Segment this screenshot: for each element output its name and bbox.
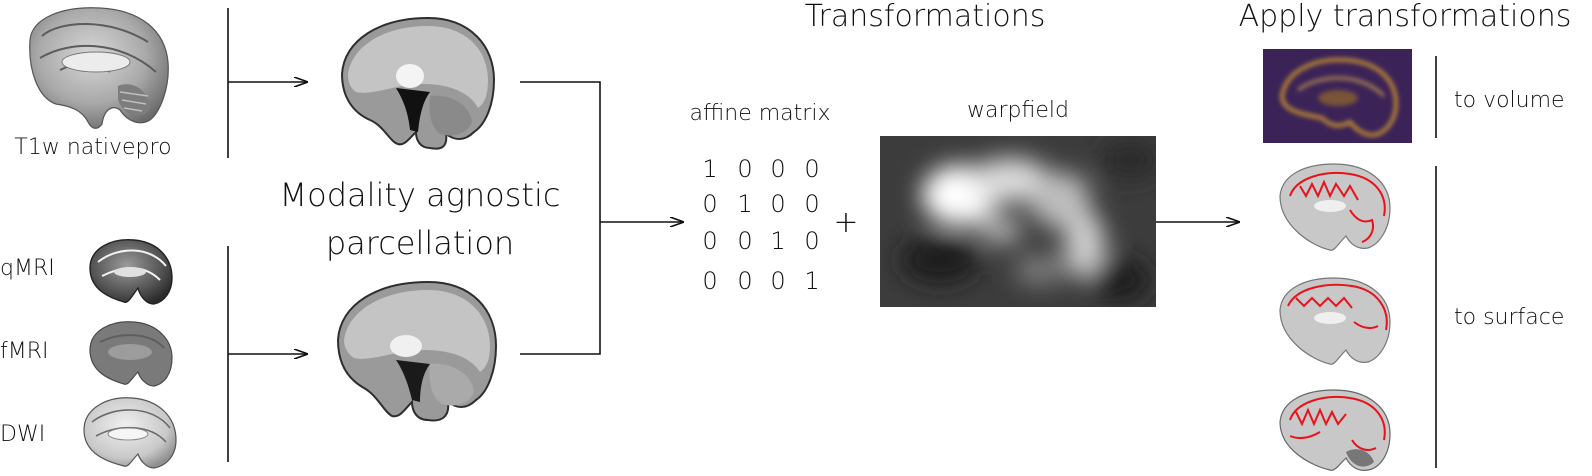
affine-cell-0-1: 0 — [737, 155, 752, 183]
affine-cell-1-2: 0 — [770, 190, 785, 218]
affine-cell-1-1: 1 — [737, 190, 752, 218]
t1w-brain-image — [29, 7, 169, 129]
heading-transformations: Transformations — [805, 0, 1046, 34]
modality-label-fmri: fMRI — [0, 339, 49, 364]
surface-output-image-2 — [1279, 277, 1391, 365]
affine-cell-0-2: 0 — [770, 155, 785, 183]
modality-label-qmri: qMRI — [0, 256, 55, 281]
dwi-brain-image — [83, 397, 177, 469]
affine-cell-1-3: 0 — [804, 190, 819, 218]
affine-cell-2-3: 0 — [804, 227, 819, 255]
affine-cell-3-1: 0 — [737, 267, 752, 295]
affine-matrix-label: affine matrix — [690, 101, 831, 126]
qmri-brain-image — [89, 239, 173, 305]
parcellation-bottom-image — [336, 280, 498, 422]
modality-label-dwi: DWI — [0, 422, 45, 447]
plus-sign: + — [833, 205, 858, 240]
t1w-nativepro-label: T1w nativepro — [14, 135, 171, 160]
parcellation-title-line1: Modality agnostic — [280, 176, 561, 214]
volume-output-image — [1263, 49, 1412, 143]
parcellation-title-line2: parcellation — [326, 224, 514, 262]
affine-cell-3-0: 0 — [702, 267, 717, 295]
affine-cell-2-1: 0 — [737, 227, 752, 255]
affine-cell-0-0: 1 — [702, 155, 717, 183]
affine-cell-2-0: 0 — [702, 227, 717, 255]
affine-matrix: 1 0 0 0 0 1 0 0 0 0 1 0 0 0 0 1 — [702, 155, 819, 295]
warpfield-label: warpfield — [967, 98, 1069, 123]
affine-cell-3-2: 0 — [770, 267, 785, 295]
parcellation-top-image — [340, 16, 496, 150]
warpfield-image — [880, 136, 1156, 307]
merge-bracket-line — [520, 81, 601, 355]
fmri-brain-image — [89, 321, 173, 387]
affine-cell-0-3: 0 — [804, 155, 819, 183]
surface-output-image-3 — [1279, 389, 1391, 471]
affine-cell-3-3: 1 — [804, 267, 819, 295]
heading-apply-transformations: Apply transformations — [1239, 0, 1572, 34]
to-surface-label: to surface — [1454, 305, 1564, 330]
affine-cell-1-0: 0 — [702, 190, 717, 218]
surface-output-image-1 — [1279, 163, 1391, 251]
to-volume-label: to volume — [1454, 88, 1565, 113]
affine-cell-2-2: 1 — [770, 227, 785, 255]
